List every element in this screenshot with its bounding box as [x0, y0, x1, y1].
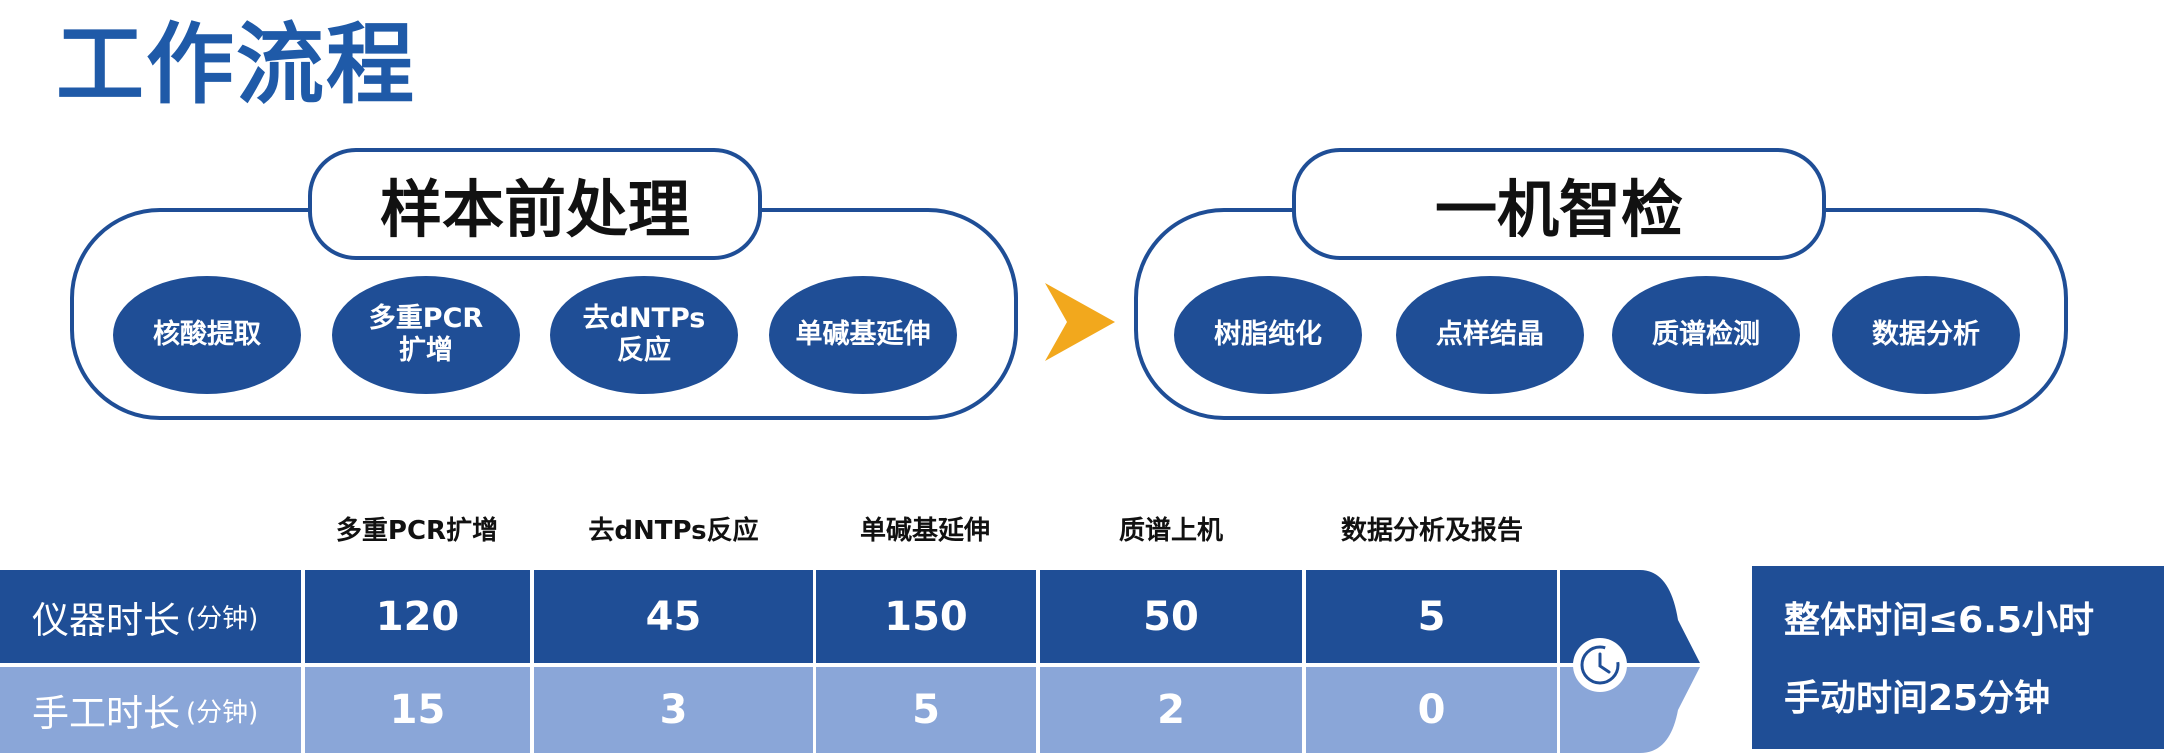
step-label: 单碱基延伸 — [795, 318, 931, 350]
step-resin-purification: 树脂纯化 — [1174, 276, 1362, 394]
step-multiplex-pcr: 多重PCR 扩增 — [332, 276, 520, 394]
step-label: 树脂纯化 — [1214, 318, 1322, 350]
table-cell: 50 — [1040, 570, 1302, 663]
step-label: 核酸提取 — [153, 318, 261, 350]
page-title: 工作流程 — [56, 13, 417, 116]
summary-manual-time: 手动时间25分钟 — [1784, 678, 2051, 719]
column-header: 数据分析及报告 — [1340, 516, 1523, 546]
column-header: 去dNTPs反应 — [588, 516, 759, 546]
table-cell: 5 — [816, 667, 1036, 753]
summary-total-time: 整体时间≤6.5小时 — [1784, 600, 2094, 641]
step-label: 点样结晶 — [1436, 318, 1544, 350]
step-single-base-extension: 单碱基延伸 — [769, 276, 957, 394]
step-label: 多重PCR — [368, 302, 484, 334]
chevron-right-arrow-icon — [1045, 283, 1115, 361]
section-label-detection: 一机智检 — [1292, 148, 1826, 260]
table-cell: 15 — [305, 667, 530, 753]
step-spotting-crystallization: 点样结晶 — [1396, 276, 1584, 394]
column-header: 质谱上机 — [1118, 516, 1223, 546]
timeline-end-arrow — [1560, 570, 1700, 753]
clock-icon — [1573, 638, 1627, 692]
section-label-pretreatment: 样本前处理 — [308, 148, 762, 260]
step-label: 去dNTPs — [582, 302, 706, 334]
step-data-analysis: 数据分析 — [1832, 276, 2020, 394]
step-nucleic-acid-extraction: 核酸提取 — [113, 276, 301, 394]
table-cell: 5 — [1306, 570, 1557, 663]
column-header: 单碱基延伸 — [859, 516, 990, 546]
step-label: 数据分析 — [1872, 318, 1980, 350]
step-mass-spec-detection: 质谱检测 — [1612, 276, 1800, 394]
table-cell: 120 — [305, 570, 530, 663]
row-label-unit: (分钟) — [186, 604, 259, 634]
row-label-manual-time: 手工时长 (分钟) — [0, 667, 301, 753]
step-label-line2: 扩增 — [399, 335, 453, 366]
table-cell: 150 — [816, 570, 1036, 663]
summary-box: 整体时间≤6.5小时 手动时间25分钟 — [1752, 566, 2164, 749]
table-cell: 45 — [534, 570, 813, 663]
column-header: 多重PCR扩增 — [335, 516, 499, 546]
row-label-instrument-time: 仪器时长 (分钟) — [0, 570, 301, 663]
table-cell: 3 — [534, 667, 813, 753]
table-cell: 2 — [1040, 667, 1302, 753]
row-label-unit: (分钟) — [186, 697, 259, 728]
step-dntps-removal: 去dNTPs 反应 — [550, 276, 738, 394]
step-label-line2: 反应 — [616, 335, 671, 366]
row-label-text: 仪器时长 — [32, 598, 180, 642]
table-cell: 0 — [1306, 667, 1557, 753]
row-label-text: 手工时长 — [32, 692, 180, 735]
step-label: 质谱检测 — [1652, 318, 1760, 350]
